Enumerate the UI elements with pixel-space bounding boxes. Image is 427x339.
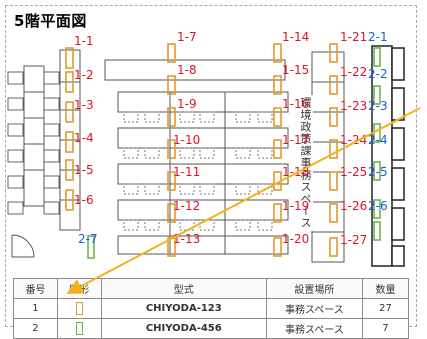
unit-label: 2-5 bbox=[368, 165, 388, 179]
row-quantity: 27 bbox=[361, 298, 410, 319]
page-title: 5階平面図 bbox=[14, 12, 87, 30]
row-symbol bbox=[56, 298, 102, 319]
unit-label: 1-20 bbox=[282, 232, 310, 246]
unit-label: 1-12 bbox=[173, 199, 201, 213]
door-swing bbox=[11, 234, 35, 258]
legend-row: 1 CHIYODA-123 事務スペース 27 bbox=[13, 298, 410, 319]
row-model: CHIYODA-456 bbox=[100, 318, 267, 339]
unit-label: 1-5 bbox=[74, 163, 94, 177]
row-number: 1 bbox=[13, 298, 58, 319]
header-symbol: 図形 bbox=[56, 278, 102, 299]
unit-label: 1-14 bbox=[282, 30, 310, 44]
unit-label: 1-22 bbox=[340, 65, 368, 79]
unit-label: 1-9 bbox=[177, 97, 197, 111]
unit-label: 2-7 bbox=[78, 232, 98, 246]
unit-label: 1-23 bbox=[340, 99, 368, 113]
unit-label: 1-18 bbox=[282, 165, 310, 179]
unit-label: 2-2 bbox=[368, 67, 388, 81]
orange-rectangle-icon bbox=[75, 302, 83, 315]
left-desks bbox=[23, 49, 81, 231]
unit-label: 1-11 bbox=[173, 165, 201, 179]
unit-label: 1-21 bbox=[340, 30, 368, 44]
unit-label: 2-4 bbox=[368, 133, 388, 147]
unit-label: 1-13 bbox=[173, 232, 201, 246]
unit-label: 1-8 bbox=[177, 63, 197, 77]
unit-label: 1-3 bbox=[74, 98, 94, 112]
unit-label: 1-16 bbox=[282, 97, 310, 111]
unit-label: 1-7 bbox=[177, 30, 197, 44]
unit-label: 1-19 bbox=[282, 199, 310, 213]
unit-label: 1-15 bbox=[282, 63, 310, 77]
unit-label: 2-3 bbox=[368, 99, 388, 113]
row-number: 2 bbox=[13, 318, 58, 339]
unit-label: 1-6 bbox=[74, 193, 94, 207]
unit-label: 1-4 bbox=[74, 131, 94, 145]
unit-label: 2-6 bbox=[368, 199, 388, 213]
unit-label: 1-10 bbox=[173, 133, 201, 147]
row-symbol bbox=[56, 318, 102, 339]
legend-row: 2 CHIYODA-456 事務スペース 7 bbox=[13, 318, 410, 339]
legend-table: 番号 図形 型式 設置場所 数量 1 CHIYODA-123 事務スペース 27… bbox=[13, 278, 410, 339]
right-desks bbox=[311, 51, 345, 263]
header-quantity: 数量 bbox=[361, 278, 410, 299]
unit-label: 1-2 bbox=[74, 68, 94, 82]
row-location: 事務スペース bbox=[265, 318, 363, 339]
row-quantity: 7 bbox=[361, 318, 410, 339]
legend-header-row: 番号 図形 型式 設置場所 数量 bbox=[13, 278, 410, 299]
unit-label: 1-1 bbox=[74, 34, 94, 48]
unit-label: 2-1 bbox=[368, 30, 388, 44]
unit-label: 1-26 bbox=[340, 199, 368, 213]
unit-label: 1-25 bbox=[340, 165, 368, 179]
unit-label: 1-17 bbox=[282, 133, 310, 147]
green-rectangle-icon bbox=[75, 322, 83, 335]
row-model: CHIYODA-123 bbox=[100, 298, 267, 319]
header-number: 番号 bbox=[13, 278, 58, 299]
header-location: 設置場所 bbox=[265, 278, 363, 299]
header-model: 型式 bbox=[100, 278, 267, 299]
row-location: 事務スペース bbox=[265, 298, 363, 319]
unit-label: 1-24 bbox=[340, 133, 368, 147]
center-desk-grid bbox=[104, 59, 289, 255]
unit-label: 1-27 bbox=[340, 233, 368, 247]
